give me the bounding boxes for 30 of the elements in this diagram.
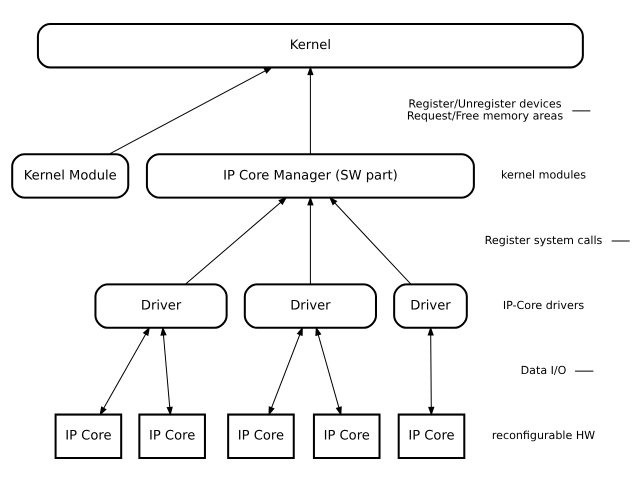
- node-box: IP Core: [398, 413, 466, 458]
- arrow: [307, 66, 314, 154]
- arrow: [268, 326, 303, 416]
- node-text: Data I/O: [520, 364, 566, 377]
- node-box: IP Core: [227, 413, 295, 458]
- arrow: [99, 326, 150, 416]
- label: kernel modules: [500, 168, 586, 182]
- arrow: [108, 66, 273, 154]
- arrow: [185, 196, 288, 284]
- label: IP-Core drivers: [502, 298, 584, 312]
- node-text: Register/Unregister devices Request/Free memory areas: [406, 97, 564, 122]
- node-box: IP Core: [312, 413, 381, 458]
- node-box: Driver: [244, 282, 377, 328]
- arrow: [315, 326, 342, 416]
- node-box: IP Core: [138, 413, 206, 458]
- connector: [572, 110, 590, 111]
- node-box: Kernel: [36, 22, 584, 68]
- node-text: Register system calls: [484, 233, 602, 246]
- node-box: Driver: [94, 282, 228, 328]
- arrow: [428, 326, 434, 416]
- connector: [612, 240, 630, 241]
- connector: [575, 370, 594, 372]
- node-box: Driver: [393, 282, 468, 328]
- arrow: [307, 196, 314, 284]
- node-box: Kernel Module: [11, 152, 130, 198]
- node-box: IP Core Manager (SW part): [146, 152, 475, 198]
- node-box: IP Core: [54, 413, 122, 458]
- arrow: [328, 196, 412, 284]
- arrow: [160, 326, 173, 416]
- label: reconfigurable HW: [492, 428, 596, 442]
